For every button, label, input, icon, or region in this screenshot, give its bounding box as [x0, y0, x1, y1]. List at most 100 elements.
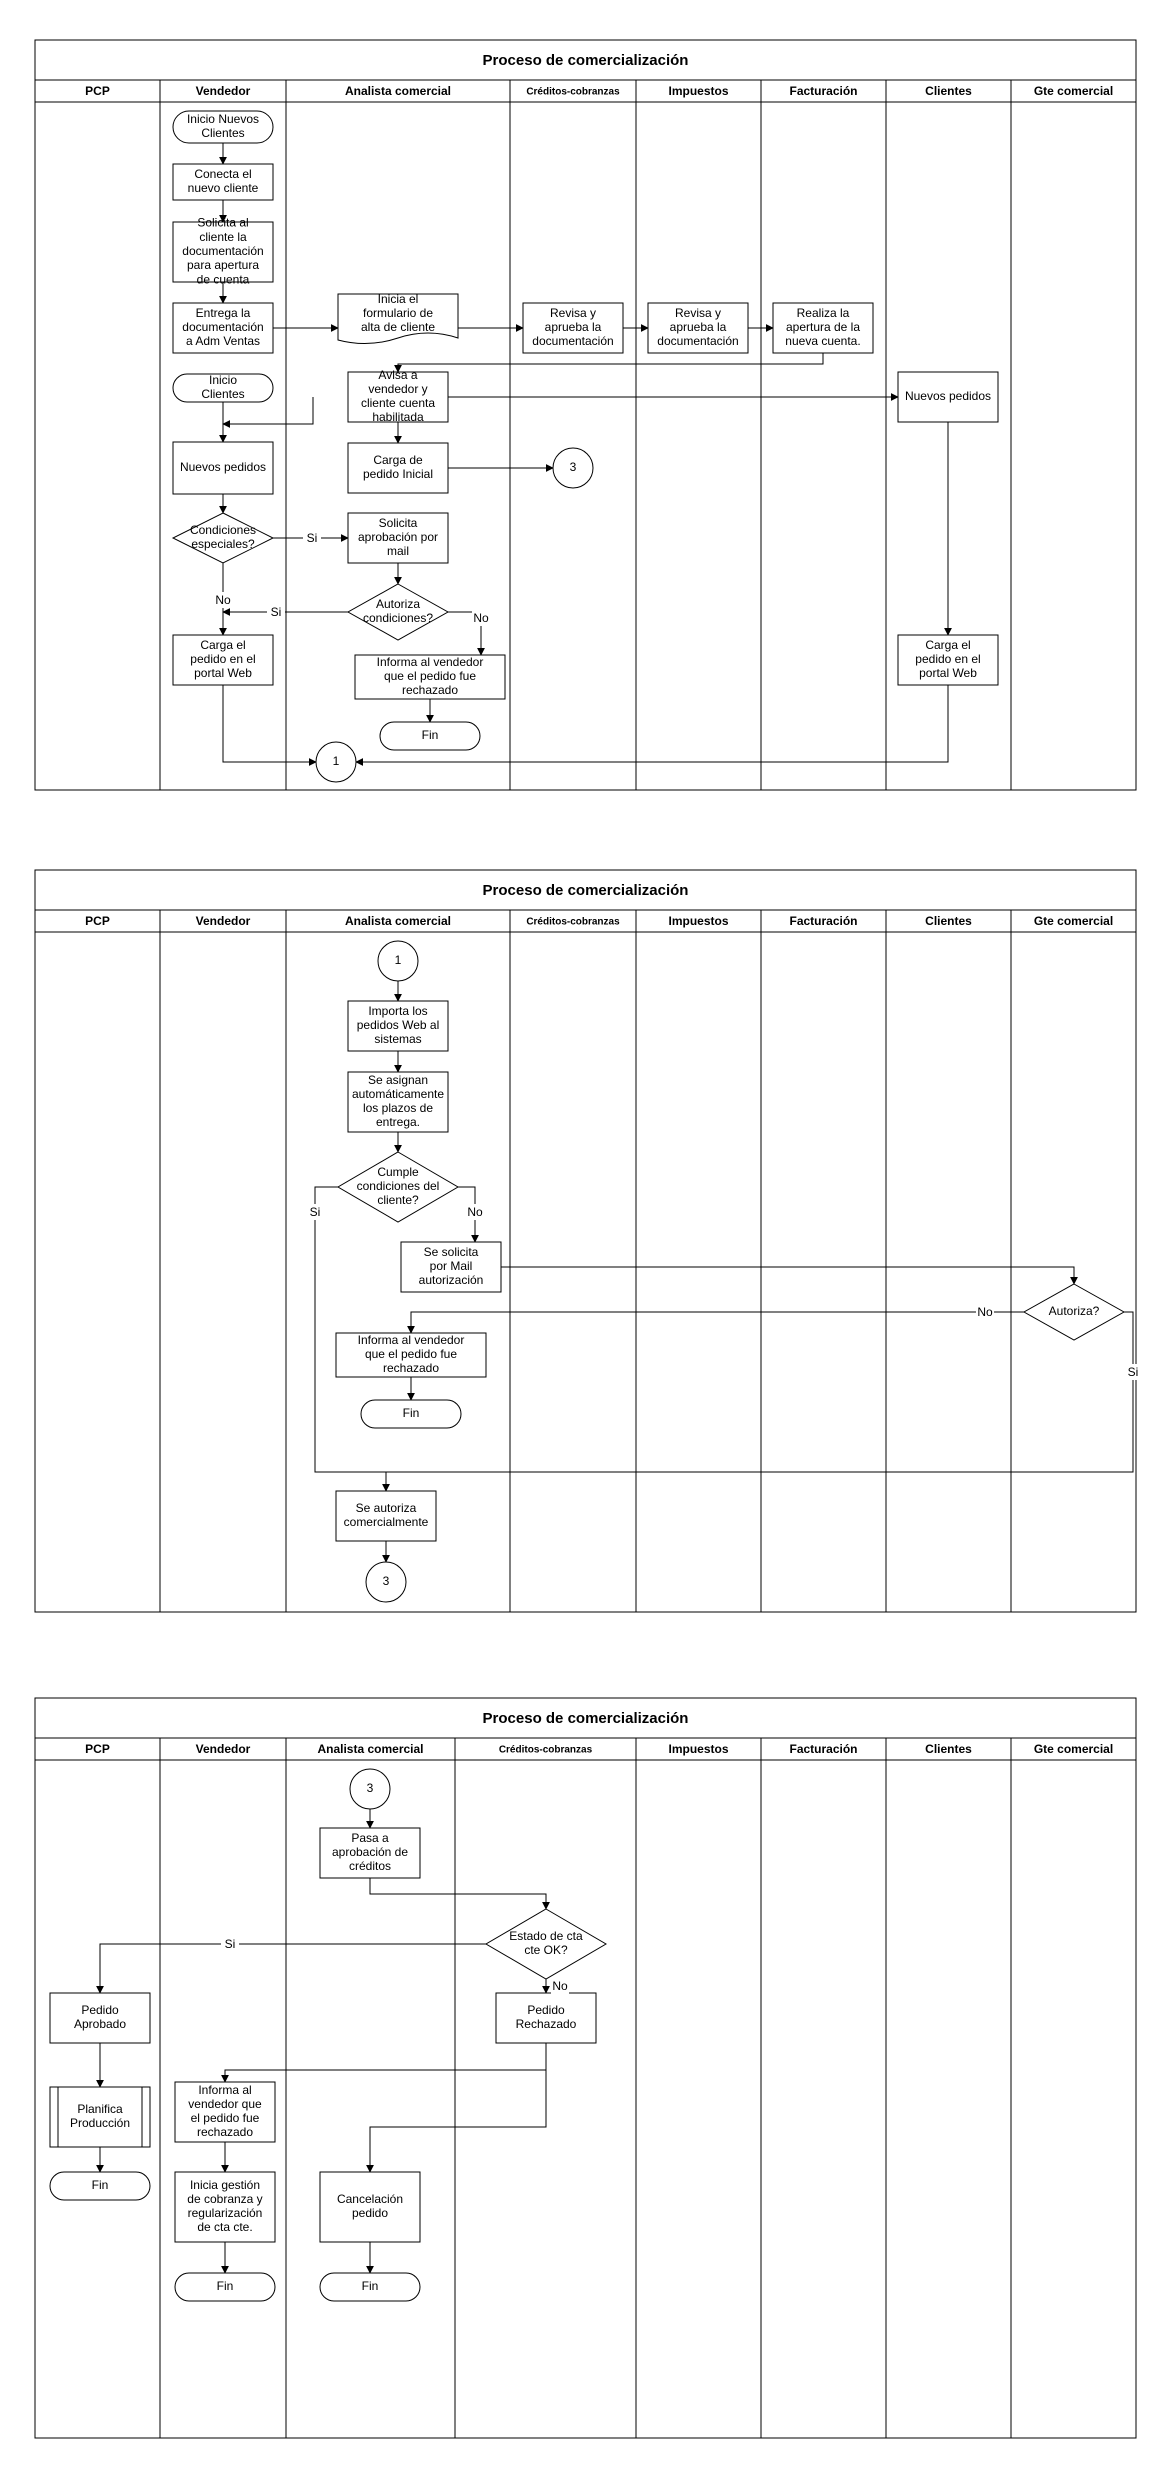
conn-3-node-label: 3	[383, 1574, 390, 1588]
lane-header-analista-comercial: Analista comercial	[345, 914, 451, 928]
lane-header-gte-comercial: Gte comercial	[1034, 914, 1113, 928]
fin-node: Fin	[360, 1399, 462, 1429]
lane-header-facturacion: Facturación	[789, 1742, 857, 1756]
fin-node-label: Fin	[422, 728, 439, 742]
lane-header-vendedor: Vendedor	[196, 1742, 251, 1756]
conn-1-node-label: 1	[395, 953, 402, 967]
lane-header-clientes: Clientes	[925, 914, 972, 928]
edge-label-no: No	[552, 1979, 568, 1993]
autoriza-node: Autoriza?	[1022, 1283, 1126, 1341]
fin-vend-node: Fin	[174, 2272, 276, 2302]
fin-pcp-node: Fin	[49, 2171, 151, 2201]
connector-arrow	[221, 2043, 547, 2083]
conn-3-node: 3	[349, 1768, 391, 1810]
nuevos-pedidos-vend-node-label: Nuevos pedidos	[180, 460, 266, 474]
lane-header-vendedor: Vendedor	[196, 84, 251, 98]
edge-label-bg	[267, 604, 285, 620]
connector-arrow	[394, 353, 824, 373]
edge-label-si: Si	[310, 1205, 321, 1219]
lane-header-pcp: PCP	[85, 84, 110, 98]
pool-frame	[34, 1697, 1137, 2439]
fin-anal-node-label: Fin	[362, 2279, 379, 2293]
diagram-title: Proceso de comercialización	[483, 1710, 689, 1727]
lane-header-impuestos: Impuestos	[668, 1742, 728, 1756]
edge-label-bg	[976, 1304, 994, 1320]
lane-header-pcp: PCP	[85, 914, 110, 928]
nuevos-pedidos-vend-node: Nuevos pedidos	[172, 441, 274, 495]
lane-header-impuestos: Impuestos	[668, 914, 728, 928]
edge-label-bg	[551, 1978, 569, 1994]
connector-arrow	[366, 2070, 547, 2173]
conn-1-node: 1	[377, 940, 419, 982]
conn-3-node: 3	[552, 447, 594, 489]
diagram-title: Proceso de comercialización	[483, 882, 689, 899]
connector-arrow	[369, 1878, 550, 1910]
lane-header-impuestos: Impuestos	[668, 84, 728, 98]
fin-pcp-node-label: Fin	[92, 2178, 109, 2192]
lane-header-analista-comercial: Analista comercial	[345, 84, 451, 98]
fin-node-label: Fin	[403, 1406, 420, 1420]
fin-anal-node: Fin	[319, 2272, 421, 2302]
lane-header-facturacion: Facturación	[789, 84, 857, 98]
lane-header-gte-comercial: Gte comercial	[1034, 84, 1113, 98]
edge-label-si: Si	[1128, 1365, 1139, 1379]
edge-label-no: No	[467, 1205, 483, 1219]
lane-header-facturacion: Facturación	[789, 914, 857, 928]
edge-label-bg	[1124, 1364, 1142, 1380]
lane-header-clientes: Clientes	[925, 84, 972, 98]
connector-arrow	[314, 1186, 390, 1492]
edge-label-bg	[472, 610, 490, 626]
edge-label-bg	[466, 1204, 484, 1220]
nuevos-pedidos-cli-node: Nuevos pedidos	[897, 371, 999, 423]
autoriza-node-label: Autoriza?	[1049, 1304, 1100, 1318]
edge-label-no: No	[473, 611, 489, 625]
connector-arrow	[386, 1311, 1134, 1473]
edge-label-bg	[303, 530, 321, 546]
conn-1-node: 1	[315, 741, 357, 783]
